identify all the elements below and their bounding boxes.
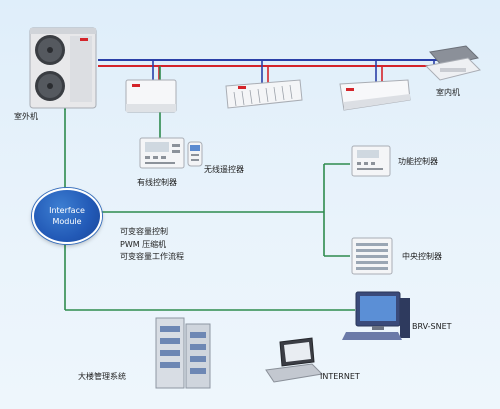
- feature-item: 可变容量控制: [120, 227, 168, 236]
- indoor-unit-wall-icon: [339, 79, 411, 111]
- pipe-drops: [152, 60, 441, 83]
- interface-module-line2: Module: [52, 217, 82, 226]
- communication-bus: [64, 66, 355, 311]
- interface-module-line1: Interface: [49, 206, 85, 215]
- indoor-unit-cassette-icon: [225, 79, 303, 109]
- indoor-unit-floor-icon: [125, 79, 177, 113]
- desktop-computer-icon: [342, 291, 410, 340]
- server-rack-icon: [155, 317, 211, 389]
- feature-item: 可变容量工作流程: [120, 252, 184, 261]
- central-controller-icon: [351, 237, 393, 275]
- wired-controller-label: 有线控制器: [137, 178, 177, 187]
- interface-module: Interface Module: [32, 188, 102, 244]
- wireless-remote-label: 无线遥控器: [204, 165, 244, 174]
- indoor-unit-label: 室内机: [436, 88, 460, 97]
- wired-controller-icon: [139, 137, 185, 169]
- outdoor-unit-label: 室外机: [14, 112, 38, 121]
- brv-snet-label: BRV-SNET: [412, 322, 452, 331]
- feature-item: PWM 压缩机: [120, 239, 167, 249]
- indoor-unit-duct-icon: [424, 45, 481, 81]
- central-controller-label: 中央控制器: [402, 252, 442, 261]
- outdoor-unit-icon: [29, 27, 97, 109]
- feature-list: 可变容量控制 PWM 压缩机 可变容量工作流程: [120, 226, 184, 264]
- bms-label: 大楼管理系统: [78, 372, 126, 381]
- internet-label: INTERNET: [320, 372, 360, 381]
- function-controller-label: 功能控制器: [398, 157, 438, 166]
- function-controller-icon: [351, 145, 391, 177]
- laptop-icon: [265, 337, 324, 383]
- wireless-remote-icon: [187, 141, 203, 167]
